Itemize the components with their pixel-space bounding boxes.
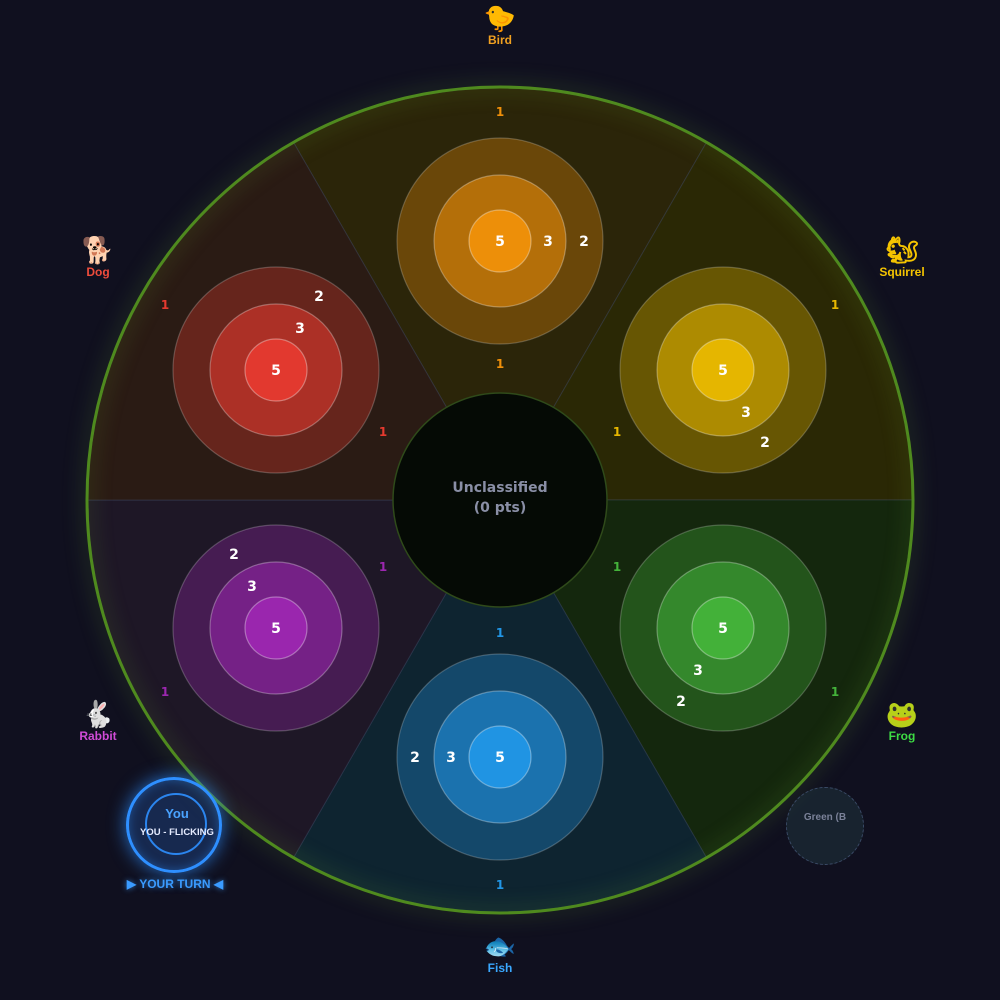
points-label-edge-frog: 1 [831,685,839,699]
points-label-middle-bird: 3 [543,234,553,250]
sector-name-bird: Bird [488,33,512,47]
target-bird: 2 3 5 [396,137,604,345]
points-label-edge-squirrel: 1 [831,298,839,312]
points-label-outer-fish: 2 [410,750,420,766]
target-frog: 23 5 [619,524,827,732]
ring-bullseye-rabbit [244,596,308,660]
sector-label-dog: 🐕 Dog [38,236,158,279]
player-puck-inner-ring [145,793,207,855]
points-label-bullseye-bird: 5 [495,234,505,250]
points-label-edge-bird: 1 [496,357,504,371]
bird-icon: 🐤 [483,3,517,33]
opponent-name: Green (B [803,812,847,823]
points-label-middle-frog: 3 [693,663,703,679]
points-label-edge-frog: 1 [613,560,621,574]
points-label-outer-rabbit: 2 [229,547,239,563]
points-label-middle-dog: 3 [295,321,305,337]
sector-name-fish: Fish [487,961,513,975]
squirrel-icon: 🐿 [885,235,919,265]
dog-icon: 🐕 [81,235,115,265]
sector-name-squirrel: Squirrel [879,265,925,279]
points-label-outer-frog: 2 [676,694,686,710]
points-label-middle-squirrel: 3 [741,405,751,421]
board-rim [85,85,915,915]
player-name: You [165,806,189,821]
sector-label-fish: 🐟 Fish [440,932,560,975]
points-label-edge-squirrel: 1 [613,425,621,439]
sector-label-squirrel: 🐿 Squirrel [842,236,962,279]
points-label-outer-bird: 2 [579,234,589,250]
rabbit-icon: 🐇 [81,699,115,729]
points-label-edge-fish: 1 [496,626,504,640]
points-label-middle-fish: 3 [446,750,456,766]
center-zone-points: (0 pts) [473,500,527,516]
sector-label-frog: 🐸 Frog [842,700,962,743]
points-label-outer-squirrel: 2 [760,435,770,451]
points-label-middle-rabbit: 3 [247,579,257,595]
opponent-puck: Green (B [786,787,864,865]
turn-indicator: ▶ YOUR TURN ◀ [126,877,224,891]
player-status: YOU - FLICKING [140,827,214,838]
center-zone-title: Unclassified [452,480,548,496]
points-label-bullseye-frog: 5 [718,621,728,637]
points-label-bullseye-rabbit: 5 [271,621,281,637]
sector-label-bird: 🐤 Bird [440,4,560,47]
points-label-bullseye-squirrel: 5 [718,363,728,379]
points-label-edge-rabbit: 1 [379,560,387,574]
points-label-outer-dog: 2 [314,289,324,305]
points-label-edge-fish: 1 [496,878,504,892]
target-squirrel: 23 5 [619,266,827,474]
fish-icon: 🐟 [483,931,517,961]
ring-bullseye-frog [691,596,755,660]
sector-name-dog: Dog [86,265,110,279]
sector-name-rabbit: Rabbit [79,729,117,743]
points-label-edge-dog: 1 [161,298,169,312]
center-zone-label: Unclassified (0 pts) [400,478,600,518]
sector-name-frog: Frog [888,729,916,743]
points-label-edge-rabbit: 1 [161,685,169,699]
ring-bullseye-bird [468,209,532,273]
center-zone [392,392,608,608]
ring-bullseye-dog [244,338,308,402]
points-label-bullseye-dog: 5 [271,363,281,379]
target-rabbit: 23 5 [172,524,380,732]
ring-bullseye-fish [468,725,532,789]
points-label-bullseye-fish: 5 [495,750,505,766]
points-label-edge-dog: 1 [379,425,387,439]
points-label-edge-bird: 1 [496,105,504,119]
player-puck[interactable]: You YOU - FLICKING [126,777,222,873]
frog-icon: 🐸 [885,699,919,729]
ring-bullseye-squirrel [691,338,755,402]
sector-label-rabbit: 🐇 Rabbit [38,700,158,743]
target-fish: 2 3 5 [396,653,604,861]
target-dog: 23 5 [172,266,380,474]
